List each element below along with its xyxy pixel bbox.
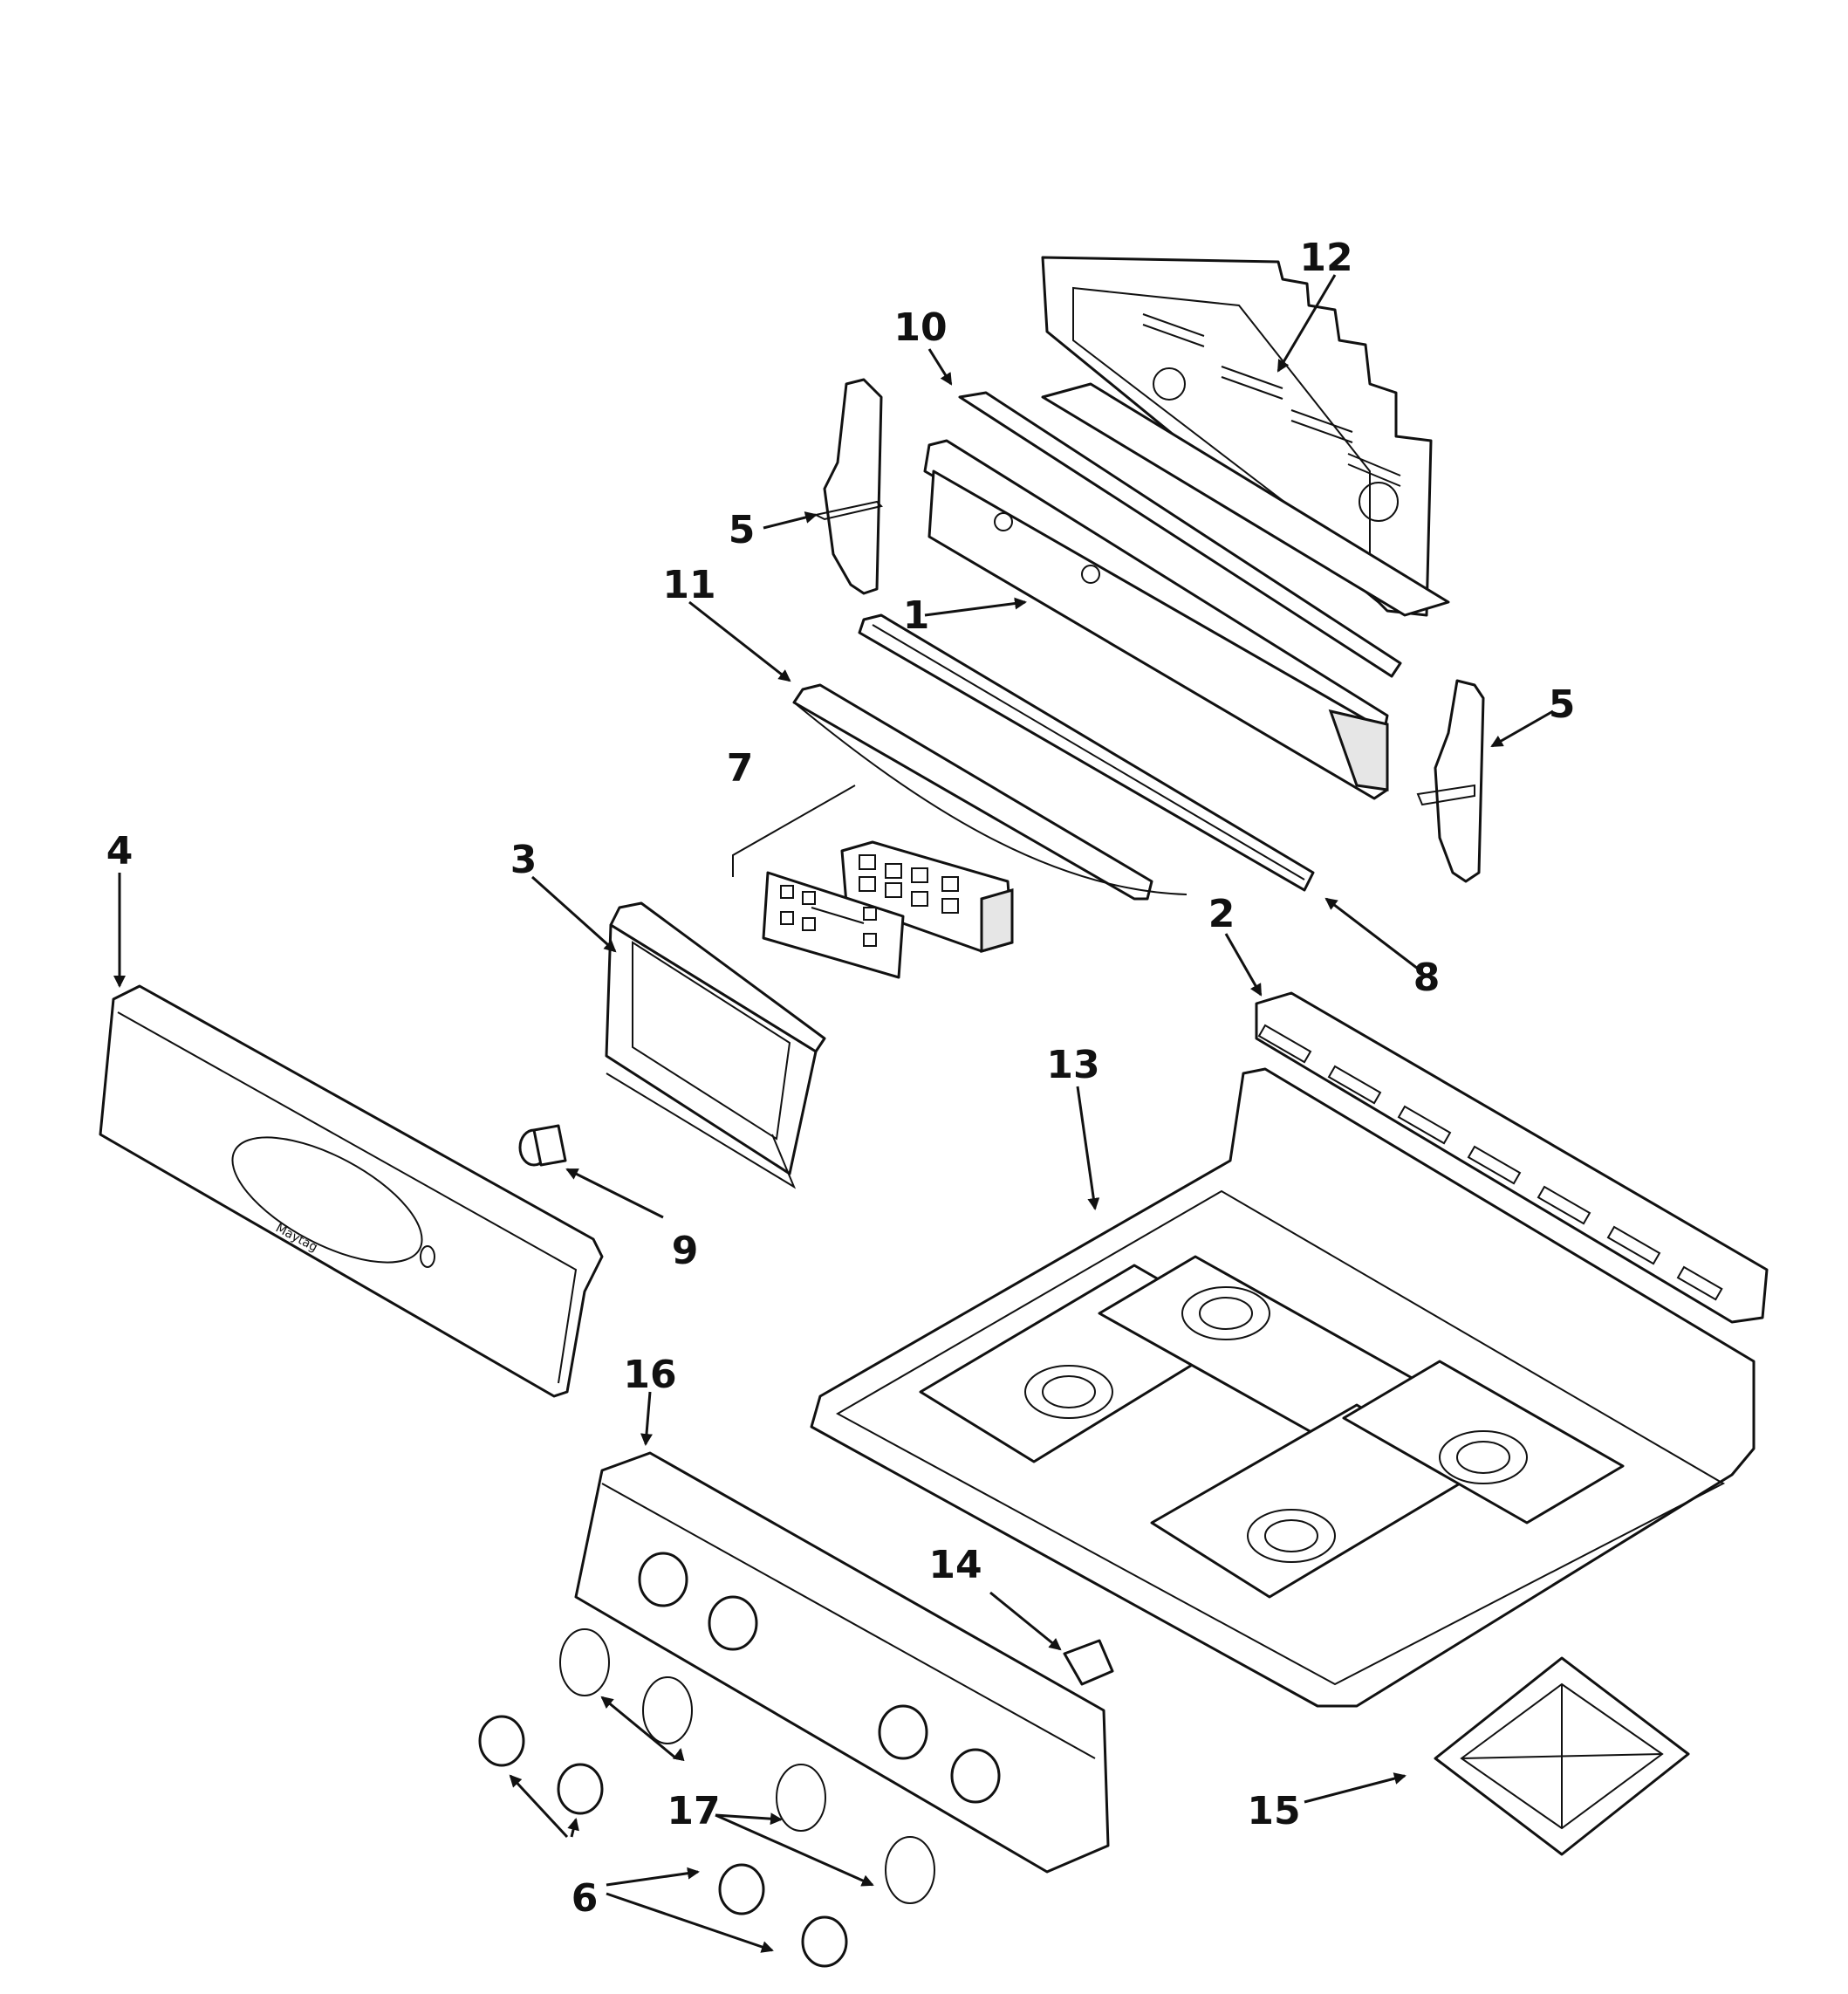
part-9-switch (518, 1124, 567, 1167)
callout-10: 10 (893, 305, 947, 350)
callout-15: 15 (1247, 1789, 1300, 1833)
part-5-end-cap-left (813, 378, 883, 595)
leader-lines (113, 274, 1554, 1953)
part-8-trim (858, 613, 1315, 892)
callout-labels: 12 10 5 1 5 11 8 7 2 3 4 13 9 16 14 15 1… (106, 236, 1576, 1921)
part-17-bezels (559, 1628, 935, 1904)
callout-8: 8 (1413, 956, 1441, 1000)
part-2-vent-trim (1255, 991, 1769, 1324)
part-10-strip (958, 391, 1402, 678)
callout-14: 14 (928, 1543, 982, 1587)
callout-11: 11 (662, 563, 715, 607)
callout-17: 17 (667, 1789, 720, 1833)
part-13-cooktop (810, 1067, 1756, 1708)
callout-2: 2 (1208, 892, 1235, 936)
callout-1: 1 (903, 593, 930, 638)
part-3-display-trim (605, 901, 826, 1189)
callout-7: 7 (727, 746, 754, 791)
part-4-control-panel: Maytag (99, 984, 604, 1398)
callout-6: 6 (572, 1876, 599, 1921)
callout-5-right: 5 (1549, 682, 1576, 727)
part-5-end-cap-right (1416, 679, 1485, 883)
part-15-grate (1434, 1656, 1690, 1856)
part-7-control-board (732, 785, 1014, 979)
part-16-manifold-panel (574, 1451, 1110, 1874)
callout-16: 16 (623, 1353, 676, 1397)
callout-3: 3 (510, 838, 537, 882)
callout-5-left: 5 (729, 508, 756, 552)
part-12-rear-bracket (1041, 256, 1450, 617)
part-11-glass-strip (792, 683, 1188, 901)
callout-9: 9 (672, 1229, 699, 1273)
part-1-backguard (923, 439, 1389, 800)
callout-4: 4 (106, 829, 133, 874)
part-14-bracket (1063, 1639, 1114, 1686)
part-6-knobs (478, 1715, 848, 1968)
callout-12: 12 (1299, 236, 1352, 280)
callout-13: 13 (1046, 1043, 1099, 1087)
